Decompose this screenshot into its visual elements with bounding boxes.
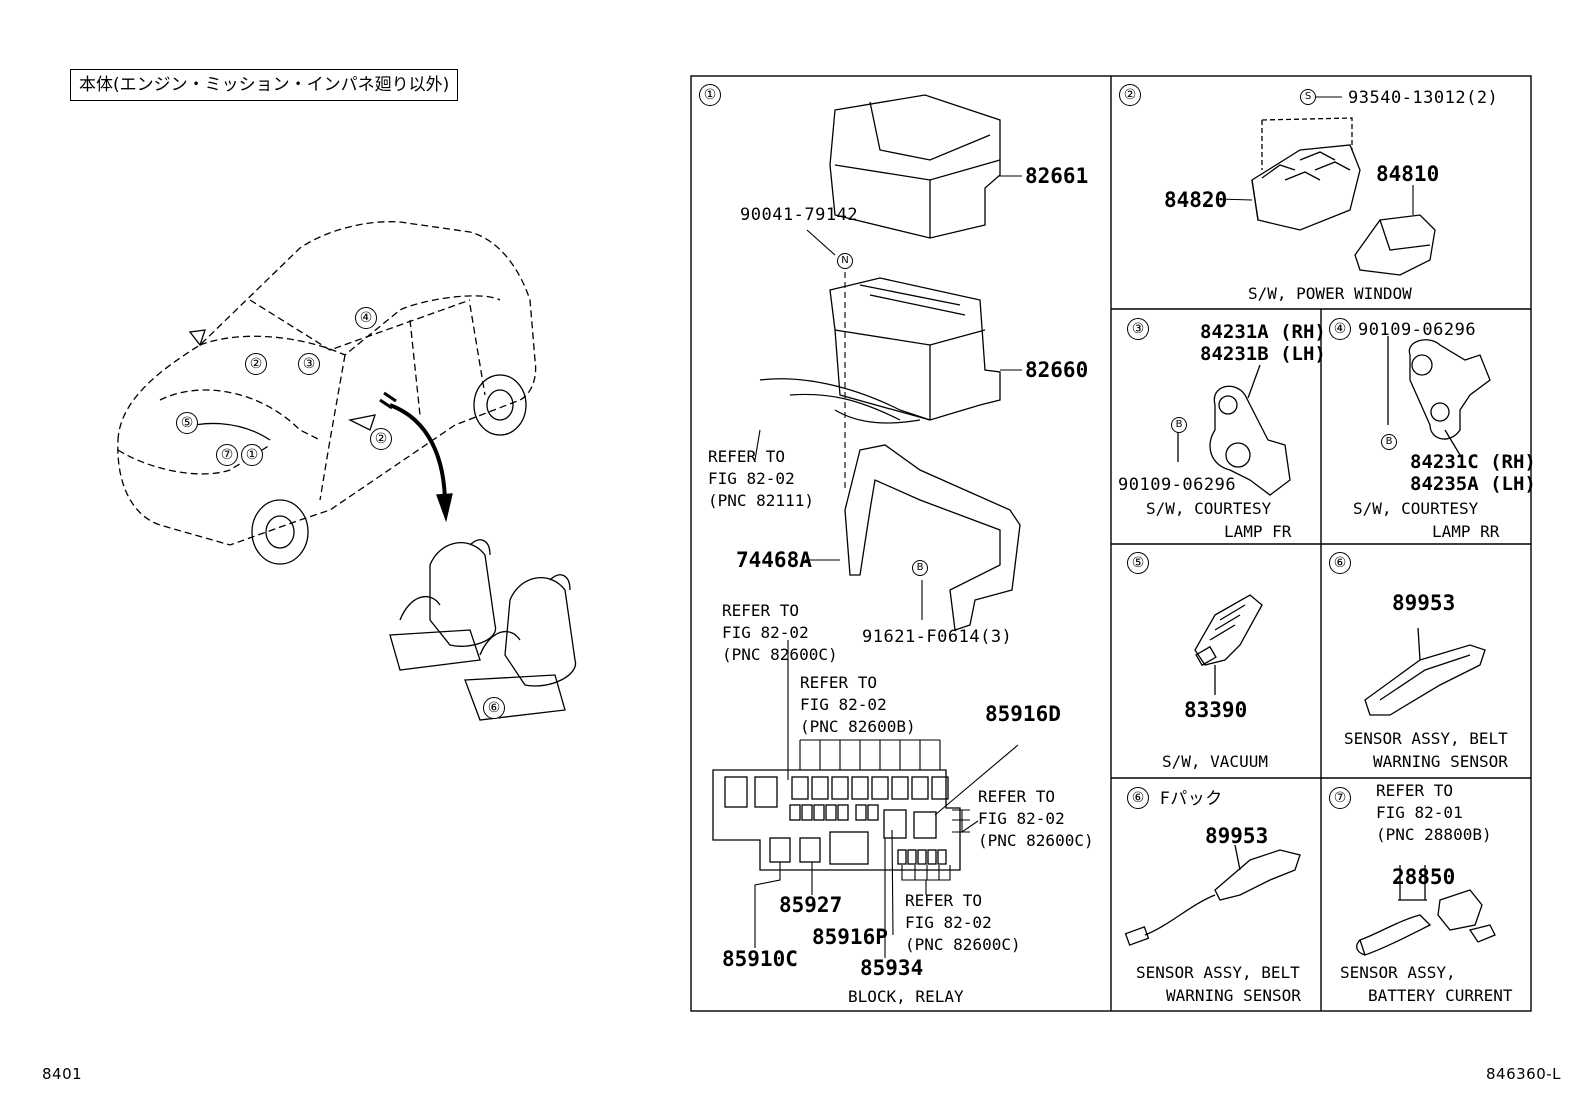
panel7-caption-2: BATTERY CURRENT — [1368, 986, 1513, 1005]
panel7-caption-1: SENSOR ASSY, — [1340, 963, 1456, 982]
panel6b-caption-2: WARNING SENSOR — [1166, 986, 1301, 1005]
part-28850[interactable]: 28850 — [1392, 865, 1456, 889]
panel4-caption-2: LAMP RR — [1432, 522, 1500, 541]
panel4-screw[interactable]: 90109-06296 — [1358, 320, 1477, 340]
relay-cover — [829, 94, 1001, 239]
overview-callout-3[interactable]: ③ — [298, 353, 320, 375]
bolt-part-number[interactable]: 90041-79142 — [740, 205, 859, 225]
relay-box — [829, 277, 1001, 421]
panel2-screw[interactable]: 93540-13012(2) — [1348, 88, 1499, 108]
page-code: 8401 — [42, 1065, 83, 1083]
refer-82600c-b[interactable]: REFER TO FIG 82-02 (PNC 82600C) — [978, 787, 1094, 850]
panel1-number: ① — [699, 84, 721, 106]
panel6-caption-1: SENSOR ASSY, BELT — [1344, 729, 1508, 748]
part-83390[interactable]: 83390 — [1184, 698, 1248, 722]
section-title: 本体(エンジン・ミッション・インパネ廻り以外) — [70, 69, 459, 101]
panel6-caption-2: WARNING SENSOR — [1373, 752, 1508, 771]
panel3-caption-2: LAMP FR — [1224, 522, 1292, 541]
panel6-number: ⑥ — [1329, 552, 1351, 574]
part-84820[interactable]: 84820 — [1164, 188, 1228, 212]
panel3-caption-1: S/W, COURTESY — [1146, 499, 1272, 518]
refer-28800b[interactable]: REFER TO FIG 82-01 (PNC 28800B) — [1376, 781, 1492, 844]
panel1-caption: BLOCK, RELAY — [848, 987, 964, 1006]
vacuum-switch — [1194, 594, 1263, 695]
part-89953-fpack[interactable]: 89953 — [1205, 824, 1269, 848]
seats — [389, 539, 577, 721]
panel7-number: ⑦ — [1329, 787, 1351, 809]
courtesy-switch-rr — [1387, 336, 1491, 456]
power-window-switch-main — [1251, 117, 1361, 231]
part-85934[interactable]: 85934 — [860, 956, 924, 980]
part-84231A[interactable]: 84231A (RH) — [1200, 321, 1326, 343]
belt-sensor — [1364, 627, 1486, 716]
part-84235A[interactable]: 84235A (LH) — [1410, 473, 1536, 495]
leader-lines — [754, 175, 1022, 958]
front-wheel — [251, 499, 309, 565]
panel2-screw-symbol: S — [1300, 89, 1316, 105]
part-82661[interactable]: 82661 — [1025, 164, 1089, 188]
figure-code: 846360-L — [1486, 1065, 1562, 1083]
battery-current-sensor — [1356, 865, 1496, 956]
part-85916P[interactable]: 85916P — [812, 925, 888, 949]
bracket — [844, 444, 1021, 631]
part-85910C[interactable]: 85910C — [722, 947, 798, 971]
part-82660[interactable]: 82660 — [1025, 358, 1089, 382]
car-outline — [117, 221, 537, 546]
overview-callout-4[interactable]: ④ — [355, 307, 377, 329]
overview-callout-7[interactable]: ⑦ — [216, 444, 238, 466]
overview-callout-1[interactable]: ① — [241, 444, 263, 466]
overview-callout-2b[interactable]: ② — [370, 428, 392, 450]
panel3-screw-symbol: B — [1171, 417, 1187, 433]
fpack-label: Fパック — [1160, 789, 1223, 809]
panel4-caption-1: S/W, COURTESY — [1353, 499, 1479, 518]
panel6b-number: ⑥ — [1127, 787, 1149, 809]
refer-82600c-c[interactable]: REFER TO FIG 82-02 (PNC 82600C) — [905, 891, 1021, 954]
panel2-number: ② — [1119, 84, 1141, 106]
screw-symbol: B — [912, 560, 928, 576]
screw-part-number[interactable]: 91621-F0614(3) — [862, 627, 1013, 647]
harness-wires — [759, 378, 931, 424]
panel3-screw[interactable]: 90109-06296 — [1118, 475, 1237, 495]
panel6b-caption-1: SENSOR ASSY, BELT — [1136, 963, 1300, 982]
panel3-number: ③ — [1127, 318, 1149, 340]
part-84231C[interactable]: 84231C (RH) — [1410, 451, 1536, 473]
relay-board — [712, 769, 961, 871]
panel4-screw-symbol: B — [1381, 434, 1397, 450]
part-85927[interactable]: 85927 — [779, 893, 843, 917]
bolt-symbol: N — [837, 253, 853, 269]
courtesy-switch-fr — [1177, 364, 1291, 496]
panel2-caption: S/W, POWER WINDOW — [1248, 284, 1412, 303]
refer-82600b[interactable]: REFER TO FIG 82-02 (PNC 82600B) — [800, 673, 916, 736]
part-84231B[interactable]: 84231B (LH) — [1200, 343, 1326, 365]
panel4-number: ④ — [1329, 318, 1351, 340]
overview-callout-2[interactable]: ② — [245, 353, 267, 375]
overview-callout-6[interactable]: ⑥ — [483, 697, 505, 719]
part-74468A[interactable]: 74468A — [736, 548, 812, 572]
rear-wheel — [473, 374, 527, 436]
part-85916D[interactable]: 85916D — [985, 702, 1061, 726]
belt-sensor-fpack — [1124, 844, 1301, 946]
panel5-number: ⑤ — [1127, 552, 1149, 574]
power-window-switch-sub — [1354, 214, 1436, 276]
overview-callout-5[interactable]: ⑤ — [176, 412, 198, 434]
panel5-caption: S/W, VACUUM — [1162, 752, 1268, 771]
refer-82600c-a[interactable]: REFER TO FIG 82-02 (PNC 82600C) — [722, 601, 838, 664]
refer-82111[interactable]: REFER TO FIG 82-02 (PNC 82111) — [708, 447, 814, 510]
part-84810[interactable]: 84810 — [1376, 162, 1440, 186]
part-89953[interactable]: 89953 — [1392, 591, 1456, 615]
